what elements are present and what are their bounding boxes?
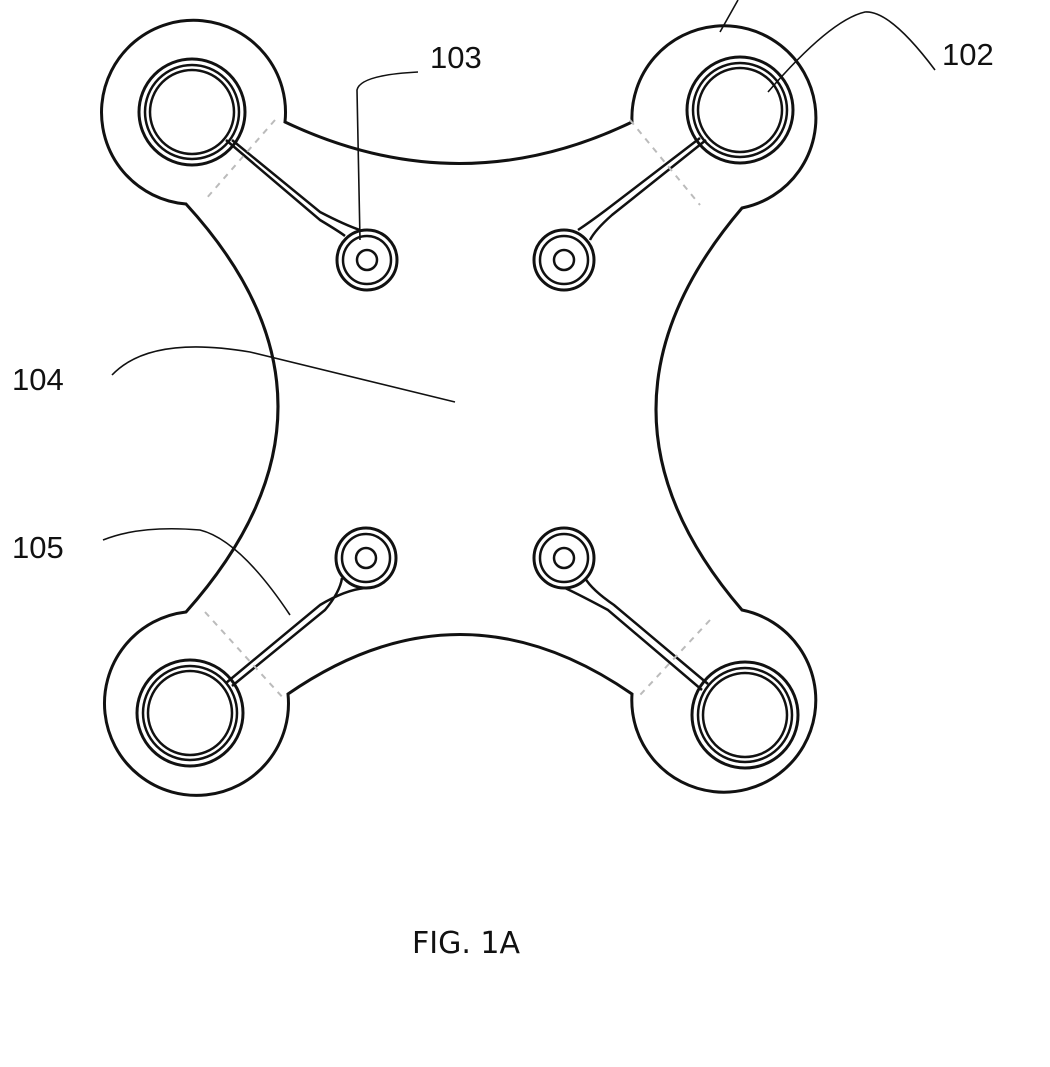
small-pad-top-right xyxy=(534,230,594,290)
large-pad-top-left xyxy=(139,59,245,165)
traces xyxy=(226,138,708,690)
large-pad-bottom-right xyxy=(692,662,798,768)
small-pad-top-left xyxy=(337,230,397,290)
small-pad-bottom-left xyxy=(336,528,396,588)
dashed-boundaries xyxy=(205,120,710,700)
label-102: 102 xyxy=(942,37,994,73)
label-104: 104 xyxy=(12,362,64,398)
large-pad-top-right xyxy=(687,57,793,163)
figure-caption: FIG. 1A xyxy=(412,926,520,961)
label-103: 103 xyxy=(430,40,482,76)
label-105: 105 xyxy=(12,530,64,566)
large-pad-bottom-left xyxy=(137,660,243,766)
